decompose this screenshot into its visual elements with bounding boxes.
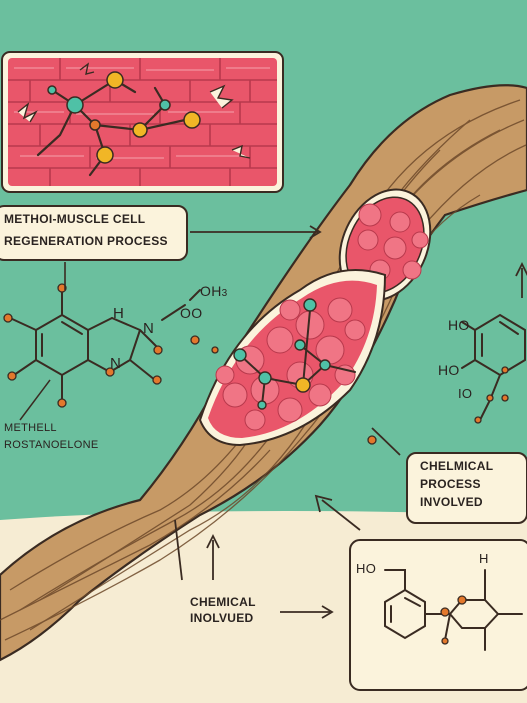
compound-label: METHELL ROSTANOELONE (4, 422, 98, 451)
muscle-fiber-bundle (0, 84, 527, 662)
io-text: IO (458, 386, 473, 401)
cell-cluster (215, 297, 366, 431)
ho-right-text-2: HO (438, 362, 460, 378)
oh3-text: OH3 (200, 283, 227, 300)
compound-label-line2: ROSTANOELONE (4, 438, 99, 451)
regeneration-label-line1: METHOI-MUSCLE CELL (4, 212, 146, 226)
oh3-sub: 3 (221, 288, 228, 299)
regeneration-label: METHOI-MUSCLE CELL REGENERATION PROCESS (0, 205, 188, 261)
chemical-involved-line2: INOLVUED (190, 610, 254, 625)
compound-label-line1: METHELL (4, 422, 57, 434)
compound-pointer (19, 379, 51, 421)
arrows (174, 225, 527, 619)
right-molecule (461, 313, 526, 421)
chemical-process-label: CHELMICAL PROCESS INVOLVED (406, 452, 527, 524)
ho-box-text: HO (356, 561, 377, 576)
oh3-main: OH (200, 283, 222, 299)
left-molecule-atoms (3, 283, 163, 408)
regeneration-label-line2: REGENERATION PROCESS (4, 233, 168, 248)
bottom-panel (349, 539, 527, 691)
left-molecule (9, 289, 201, 401)
n-text-mid: N (143, 320, 155, 337)
h-box-text: H (479, 551, 489, 566)
chemical-involved-label: CHEMICAL INOLVUED (190, 595, 256, 626)
oo-text: OO (180, 305, 203, 321)
n-text-bottom: N (110, 355, 122, 372)
chemical-process-line2: PROCESS (420, 476, 481, 491)
muscle-tissue-panel (1, 51, 284, 193)
ho-right-text: HO (448, 317, 470, 333)
chemical-process-line1: CHELMICAL (420, 459, 494, 473)
chemical-involved-line1: CHEMICAL (190, 595, 256, 609)
h-text: H (113, 305, 125, 322)
chemical-process-line3: INVOLVED (420, 494, 483, 509)
